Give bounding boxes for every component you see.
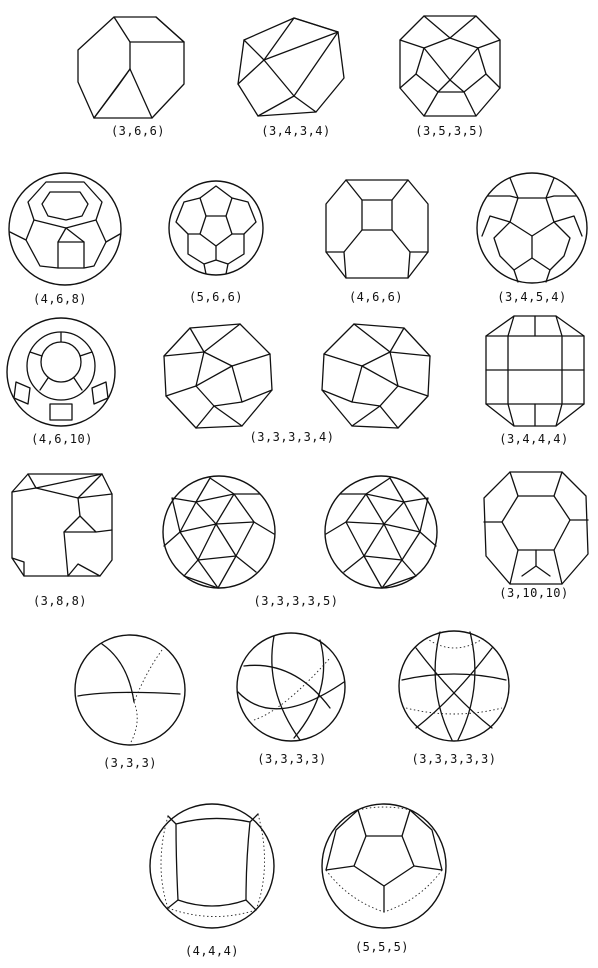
polyhedron-3-3-3: [72, 632, 188, 748]
label-3-3-3-3: (3,3,3,3): [257, 752, 327, 766]
polyhedron-3-3-3-3-4-a: [160, 320, 276, 432]
polyhedron-4-4-4: [146, 800, 278, 932]
polyhedron-3-3-3-3-3: [396, 628, 512, 744]
label-3-3-3-3-5: (3,3,3,3,5): [253, 594, 339, 608]
label-3-3-3-3-4: (3,3,3,3,4): [249, 430, 335, 444]
label-5-5-5: (5,5,5): [354, 940, 410, 954]
polyhedron-3-4-3-4: [234, 14, 348, 120]
polyhedron-5-5-5: [318, 800, 450, 932]
polyhedron-3-4-5-4: [474, 170, 590, 286]
polyhedron-3-3-3-3-4-b: [318, 320, 434, 432]
polyhedron-3-10-10: [480, 466, 592, 588]
label-3-3-3: (3,3,3): [102, 756, 158, 770]
label-3-4-4-4: (3,4,4,4): [499, 432, 569, 446]
label-3-4-5-4: (3,4,5,4): [497, 290, 567, 304]
polyhedron-5-6-6: [166, 178, 266, 278]
label-4-6-8: (4,6,8): [32, 292, 88, 306]
polyhedron-3-3-3-3-5-a: [160, 472, 278, 592]
label-3-8-8: (3,8,8): [32, 594, 88, 608]
label-5-6-6: (5,6,6): [188, 290, 244, 304]
polyhedron-4-6-8: [6, 170, 124, 288]
label-3-5-3-5: (3,5,3,5): [415, 124, 485, 138]
polyhedron-3-5-3-5: [394, 10, 506, 122]
polyhedron-4-6-6: [324, 176, 430, 282]
polyhedron-3-6-6: [76, 14, 188, 122]
label-4-4-4: (4,4,4): [184, 944, 240, 958]
polyhedron-3-4-4-4: [480, 312, 590, 430]
label-3-4-3-4: (3,4,3,4): [261, 124, 331, 138]
polyhedron-3-3-3-3-5-b: [322, 472, 440, 592]
polyhedron-3-3-3-3: [234, 630, 348, 744]
label-4-6-10: (4,6,10): [31, 432, 93, 446]
label-3-6-6: (3,6,6): [110, 124, 166, 138]
polyhedron-3-8-8: [8, 470, 116, 580]
polyhedron-4-6-10: [4, 316, 118, 428]
label-4-6-6: (4,6,6): [348, 290, 404, 304]
label-3-10-10: (3,10,10): [499, 586, 569, 600]
label-3-3-3-3-3: (3,3,3,3,3): [411, 752, 497, 766]
